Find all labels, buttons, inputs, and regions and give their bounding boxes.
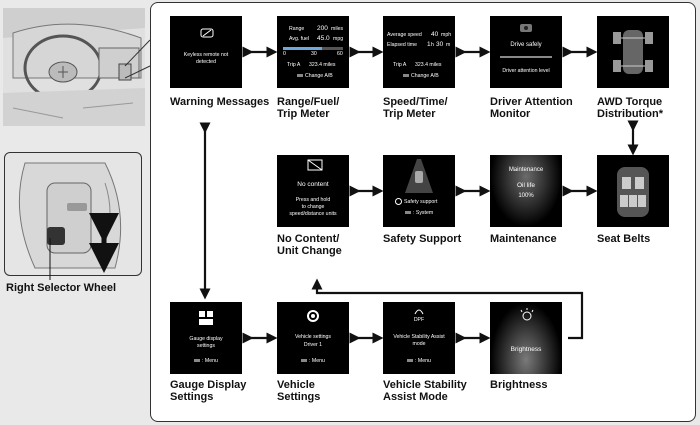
speed-label: Speed/Time/Trip Meter (383, 96, 448, 120)
safety-screen: Safety support : System (383, 155, 455, 227)
oil-life-value: 100% (518, 193, 534, 199)
steering-wheel-closeup (4, 152, 142, 276)
vsa-screen: DPF Vehicle Stability Assist mode : Menu (383, 302, 455, 374)
vsa-row: : Menu (407, 358, 431, 364)
button-icon (407, 359, 413, 363)
avg-speed-value: 40 (431, 31, 439, 38)
gauge-line1: Gauge display (189, 336, 223, 342)
vehicle-row: : Menu (301, 358, 325, 364)
elapsed-hours: 1 (427, 41, 431, 48)
button-icon (301, 359, 307, 363)
minutes-unit: m (446, 42, 451, 48)
nocontent-label: No Content/Unit Change (277, 233, 342, 257)
vsa-line2: mode (412, 341, 426, 347)
vehicle-line2: Driver 1 (303, 342, 323, 348)
gauge-line2: settings (197, 343, 215, 349)
button-icon (405, 211, 411, 215)
brightness-line1: Brightness (510, 346, 542, 353)
nocontent-title: No content (297, 181, 329, 188)
vsa-icon (414, 309, 424, 315)
dpf-icon-label: DPF (413, 317, 425, 323)
safety-car-icon (405, 159, 433, 193)
hours-unit: h (431, 42, 434, 48)
button-icon (297, 74, 303, 78)
change-row: Change A/B (403, 73, 439, 79)
attention-line1: Drive safely (510, 42, 542, 48)
range-value: 200 (317, 25, 328, 32)
maintenance-title: Maintenance (508, 167, 544, 173)
attention-bar (500, 56, 552, 58)
range-screen: Range 200 miles Avg. fuel 45.0 mpg 0 30 … (277, 16, 349, 88)
trip-key: Trip A (287, 62, 301, 68)
seatbelt-icon (617, 167, 649, 217)
avg-fuel-key: Avg. fuel (289, 36, 310, 42)
speed-screen: Average speed 40 mph Elapsed time 1 h 30… (383, 16, 455, 88)
avg-speed-unit: mph (441, 32, 452, 38)
gauge-settings-icon (199, 311, 213, 325)
vehicle-screen: Vehicle settings Driver 1 : Menu (277, 302, 349, 374)
scale-30: 30 (311, 51, 317, 57)
button-icon (194, 359, 200, 363)
awd-car-icon (613, 30, 653, 74)
safety-label: Safety Support (383, 233, 462, 245)
change-row: Change A/B (297, 73, 333, 79)
safety-row2: : System (405, 210, 433, 216)
scale-60: 60 (337, 51, 343, 57)
vehicle-line1: Vehicle settings (294, 334, 332, 340)
brightness-icon (520, 308, 534, 321)
right-selector-wheel-caption: Right Selector Wheel (6, 282, 117, 294)
maintenance-screen: Maintenance Oil life 100% (490, 155, 562, 227)
fuel-bar (283, 47, 343, 50)
oil-life-key: Oil life (516, 182, 536, 189)
warning-line1: Keyless remote not (183, 52, 229, 58)
warning-screen: Keyless remote not detected (170, 16, 242, 88)
nocontent-line1: Press and hold (295, 197, 331, 203)
gauge-screen: Gauge display settings : Menu (170, 302, 242, 374)
button-icon (403, 74, 409, 78)
warning-label: Warning Messages (170, 96, 270, 108)
no-content-icon (307, 159, 323, 171)
keyless-icon (200, 28, 214, 38)
brightness-label: Brightness (490, 379, 548, 391)
warning-line2: detected (196, 59, 216, 65)
elapsed-minutes: 30 (436, 41, 444, 48)
safety-support-icon (395, 198, 402, 205)
brightness-screen: Brightness (490, 302, 562, 374)
nocontent-line3: speed/distance units (289, 211, 337, 217)
nocontent-screen: No content Press and hold to change spee… (277, 155, 349, 227)
avg-fuel-value: 45.0 (317, 35, 330, 42)
safety-row: Safety support (395, 198, 437, 205)
range-unit: miles (331, 26, 344, 32)
cockpit-illustration (3, 8, 145, 126)
elapsed-key: Elapsed time (387, 42, 417, 48)
awd-screen (597, 16, 669, 88)
gear-icon (307, 310, 319, 322)
driver-attention-icon (520, 24, 532, 32)
trip-value: 323.4 miles (309, 62, 336, 68)
maintenance-label: Maintenance (490, 233, 557, 245)
trip-value: 323.4 miles (415, 62, 442, 68)
vsa-line1: Vehicle Stability Assist (393, 334, 445, 340)
gauge-row: : Menu (194, 358, 218, 364)
attention-screen: Drive safely Driver attention level (490, 16, 562, 88)
attention-line2: Driver attention level (502, 68, 550, 74)
seatbelts-label: Seat Belts (597, 233, 651, 245)
trip-key: Trip A (393, 62, 407, 68)
range-label: Range/Fuel/Trip Meter (277, 96, 340, 120)
range-key: Range (289, 26, 305, 32)
seatbelts-screen (597, 155, 669, 227)
scale-0: 0 (283, 51, 286, 57)
avg-speed-key: Average speed (387, 32, 422, 38)
nocontent-line2: to change (301, 204, 325, 210)
avg-fuel-unit: mpg (333, 36, 344, 42)
